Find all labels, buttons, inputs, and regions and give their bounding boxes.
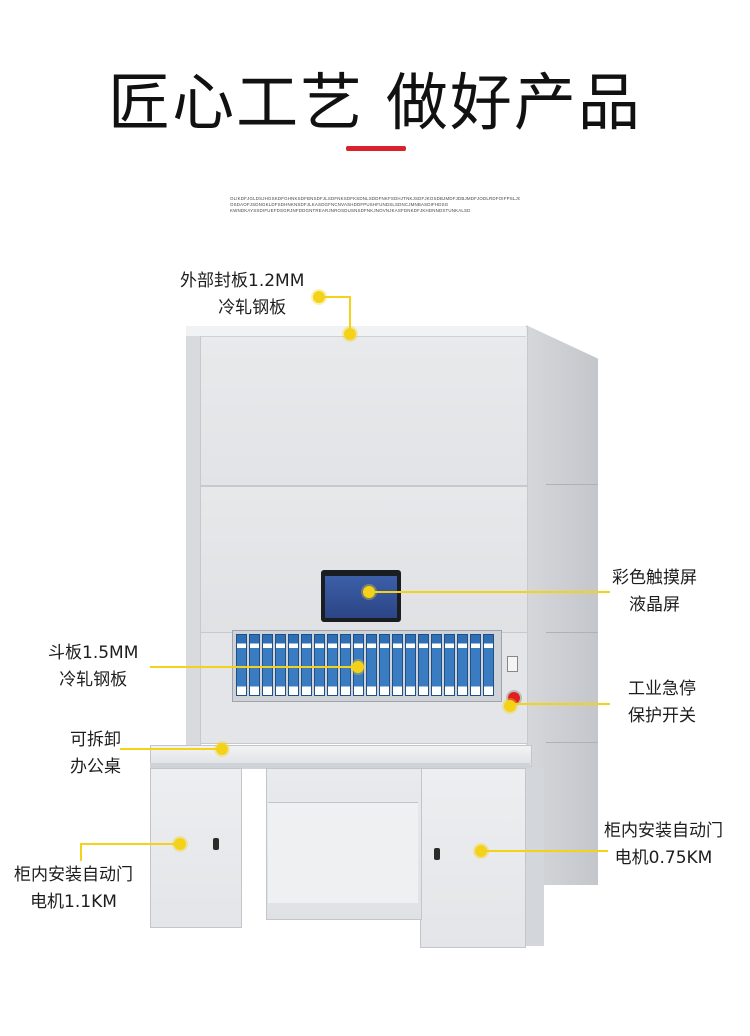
leader-line xyxy=(514,703,610,705)
binder xyxy=(288,634,299,696)
binder xyxy=(392,634,403,696)
fine-print-line: OSDAOFJSDNGKLDFSDHNKNSDFJLKASDGFNCNVASHD… xyxy=(230,202,449,207)
binder xyxy=(457,634,468,696)
marker-dot xyxy=(475,845,487,857)
binder xyxy=(301,634,312,696)
binder xyxy=(483,634,494,696)
binder xyxy=(379,634,390,696)
binder xyxy=(249,634,260,696)
callout-line: 柜内安装自动门 xyxy=(604,821,723,841)
marker-dot xyxy=(504,700,516,712)
side-seam xyxy=(546,632,598,633)
callout-estop: 工业急停 保护开关 xyxy=(628,676,696,730)
binder xyxy=(444,634,455,696)
leader-line xyxy=(349,296,351,332)
callout-line: 斗板1.5MM xyxy=(48,643,139,663)
callout-line: 工业急停 xyxy=(628,679,696,699)
binder xyxy=(405,634,416,696)
left-cabinet-door[interactable] xyxy=(150,768,242,928)
fine-print-line: OLIKDFJGLDSJHGSKDFGHNKSDFBNSDFJLSDFNKSDF… xyxy=(230,196,520,201)
callout-line: 保护开关 xyxy=(628,706,696,726)
callout-line: 办公桌 xyxy=(70,757,121,777)
binder xyxy=(431,634,442,696)
leader-line xyxy=(322,296,350,298)
callout-touchscreen: 彩色触摸屏 液晶屏 xyxy=(612,565,697,619)
touchscreen-display xyxy=(325,576,397,618)
marker-dot xyxy=(216,743,228,755)
leader-line xyxy=(484,850,608,852)
fine-print: OLIKDFJGLDSJHGSKDFGHNKSDFBNSDFJLSDFNKSDF… xyxy=(230,196,520,214)
binder xyxy=(314,634,325,696)
marker-dot xyxy=(313,291,325,303)
callout-door-motor-left: 柜内安装自动门 电机1.1KM xyxy=(14,862,133,916)
page-title: 匠心工艺 做好产品 xyxy=(108,66,642,139)
binder xyxy=(366,634,377,696)
fine-print-line: KWNDKAYSSDIFUEFDSGRJNFDDGNTREARJNROSDUSN… xyxy=(230,208,471,213)
callout-line: 电机1.1KM xyxy=(30,892,117,912)
side-seam xyxy=(546,484,598,485)
callout-desk: 可拆卸 办公桌 xyxy=(70,727,121,781)
cabinet-top-lip xyxy=(186,326,526,337)
leader-line xyxy=(120,748,220,750)
leader-line xyxy=(150,666,355,668)
desk-knee-space xyxy=(268,802,418,903)
binder xyxy=(262,634,273,696)
marker-dot xyxy=(363,586,375,598)
binder xyxy=(327,634,338,696)
callout-line: 可拆卸 xyxy=(70,730,121,750)
leader-line xyxy=(372,591,610,593)
binder xyxy=(418,634,429,696)
key-switch[interactable] xyxy=(507,656,518,672)
callout-line: 柜内安装自动门 xyxy=(14,865,133,885)
title-underline xyxy=(346,146,406,151)
side-seam xyxy=(546,742,598,743)
callout-line: 电机0.75KM xyxy=(614,848,713,868)
leader-line xyxy=(80,843,176,845)
cabinet-top-panel xyxy=(186,326,528,486)
binder xyxy=(470,634,481,696)
callout-line: 冷轧钢板 xyxy=(218,298,287,318)
binder xyxy=(236,634,247,696)
callout-line: 液晶屏 xyxy=(629,595,680,615)
callout-line: 外部封板1.2MM xyxy=(180,271,305,291)
callout-door-motor-right: 柜内安装自动门 电机0.75KM xyxy=(604,818,723,872)
lock-icon xyxy=(213,838,219,850)
callout-outer-panel: 外部封板1.2MM 冷轧钢板 xyxy=(180,268,304,322)
marker-dot xyxy=(174,838,186,850)
marker-dot xyxy=(344,328,356,340)
callout-line: 冷轧钢板 xyxy=(59,670,128,690)
desk-edge xyxy=(150,763,530,769)
cabinet-left-strip xyxy=(186,336,201,756)
leader-line xyxy=(80,843,82,861)
marker-dot xyxy=(352,661,364,673)
lock-icon xyxy=(434,848,440,860)
binder xyxy=(340,634,351,696)
callout-line: 彩色触摸屏 xyxy=(612,568,697,588)
callout-bucket-panel: 斗板1.5MM 冷轧钢板 xyxy=(48,640,138,694)
right-cabinet-side xyxy=(524,768,544,946)
binder xyxy=(275,634,286,696)
